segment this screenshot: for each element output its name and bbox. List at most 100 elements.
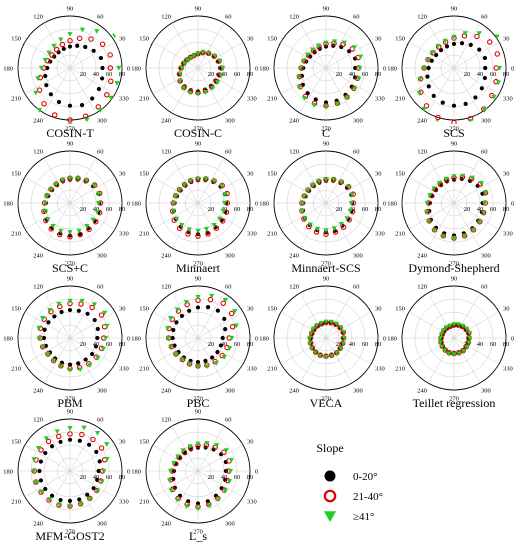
grid-spoke xyxy=(325,67,353,114)
data-point xyxy=(195,51,201,57)
data-point xyxy=(222,298,229,303)
angle-tick-label: 150 xyxy=(139,306,149,313)
panel-title: Dymond-Shepherd xyxy=(408,261,499,275)
radial-tick-label: 60 xyxy=(490,71,497,78)
radial-tick-label: 40 xyxy=(93,206,100,213)
angle-tick-label: 150 xyxy=(139,439,149,446)
data-point xyxy=(482,75,488,81)
angle-tick-label: 180 xyxy=(259,66,269,73)
data-point xyxy=(49,493,55,498)
data-point xyxy=(171,200,177,206)
data-point xyxy=(58,364,64,370)
data-point xyxy=(108,78,114,85)
series-group xyxy=(176,49,226,97)
data-point xyxy=(171,461,177,466)
data-point xyxy=(351,45,357,50)
angle-tick-label: 30 xyxy=(375,36,382,43)
panel-title: SCS xyxy=(443,126,464,140)
data-point xyxy=(221,355,227,360)
grid-spoke xyxy=(453,202,500,230)
data-point xyxy=(92,317,97,323)
data-point xyxy=(333,321,339,327)
grid-spoke xyxy=(24,337,71,365)
angle-tick-label: 120 xyxy=(33,14,43,21)
data-point xyxy=(226,479,233,484)
data-point xyxy=(49,444,55,449)
angle-tick-label: 210 xyxy=(267,366,277,373)
data-point xyxy=(207,296,214,303)
data-point xyxy=(40,316,46,321)
data-point xyxy=(76,228,82,234)
data-point xyxy=(217,58,223,64)
angle-tick-label: 120 xyxy=(289,14,299,21)
data-point xyxy=(341,330,347,335)
angle-tick-label: 0 xyxy=(255,336,258,343)
angle-tick-label: 180 xyxy=(387,336,397,343)
data-point xyxy=(95,326,100,332)
data-point xyxy=(93,344,99,349)
angle-tick-label: 330 xyxy=(375,96,385,103)
data-point xyxy=(309,345,316,351)
angle-tick-label: 180 xyxy=(387,201,397,208)
grid-spoke xyxy=(69,202,116,230)
angle-tick-label: 300 xyxy=(225,520,235,527)
data-point xyxy=(451,119,457,124)
polar-panel: 204060800306090120150180210240270300330M… xyxy=(259,141,386,276)
data-point xyxy=(316,43,322,49)
angle-tick-label: 120 xyxy=(33,417,43,424)
angle-tick-label: 180 xyxy=(3,201,13,208)
grid-spoke xyxy=(280,337,327,365)
data-point xyxy=(51,43,57,49)
data-point xyxy=(95,356,101,361)
data-point xyxy=(468,119,474,124)
angle-tick-label: 270 xyxy=(321,261,331,268)
grid-spoke xyxy=(43,157,71,204)
data-point xyxy=(180,448,186,454)
angle-tick-label: 30 xyxy=(119,306,126,313)
grid-spoke xyxy=(453,67,481,114)
angle-tick-label: 150 xyxy=(267,306,277,313)
data-point xyxy=(222,192,228,197)
data-point xyxy=(89,304,95,311)
data-point xyxy=(216,216,223,222)
data-point xyxy=(95,104,102,110)
angle-tick-label: 240 xyxy=(417,117,427,124)
data-point xyxy=(505,48,510,53)
data-point xyxy=(229,335,235,341)
data-point xyxy=(481,107,488,113)
legend-marker xyxy=(324,470,336,482)
data-point xyxy=(46,320,51,325)
panel-title: C xyxy=(322,126,330,140)
data-point xyxy=(58,497,63,503)
angle-tick-label: 120 xyxy=(161,417,171,424)
angle-tick-label: 240 xyxy=(289,252,299,259)
angle-tick-label: 0 xyxy=(127,201,130,208)
grid-spoke xyxy=(69,337,97,384)
grid-spoke xyxy=(299,292,327,339)
grid-spoke xyxy=(69,176,116,204)
series-group xyxy=(166,441,234,512)
angle-tick-label: 270 xyxy=(321,126,331,133)
radial-tick-label: 20 xyxy=(336,206,343,213)
angle-tick-label: 240 xyxy=(417,387,427,394)
angle-tick-label: 0 xyxy=(255,469,258,476)
angle-tick-label: 30 xyxy=(375,306,382,313)
data-point xyxy=(171,327,176,333)
data-point xyxy=(90,436,96,443)
angle-tick-label: 150 xyxy=(11,171,21,178)
grid-spoke xyxy=(43,292,71,339)
angle-tick-label: 270 xyxy=(65,396,75,403)
data-point xyxy=(181,60,187,67)
angle-tick-label: 240 xyxy=(33,252,43,259)
data-point xyxy=(67,298,73,304)
grid-spoke xyxy=(280,41,327,69)
data-point xyxy=(212,444,218,451)
data-point xyxy=(451,352,457,357)
angle-tick-label: 240 xyxy=(289,387,299,394)
data-point xyxy=(44,83,49,88)
radial-tick-label: 60 xyxy=(362,341,369,348)
grid-spoke xyxy=(325,337,353,384)
data-point xyxy=(56,301,62,307)
grid-spoke xyxy=(152,67,199,95)
